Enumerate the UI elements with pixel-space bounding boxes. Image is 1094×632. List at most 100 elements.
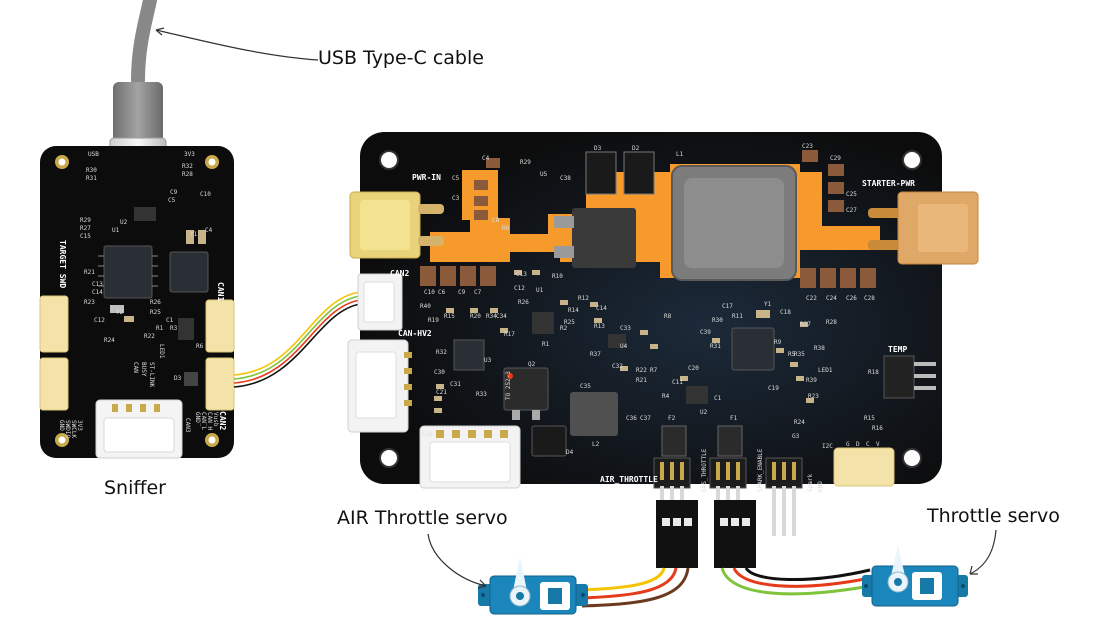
part-designator: R21 [84, 269, 95, 276]
part-designator: R19 [428, 317, 439, 324]
part-designator: Y2 [116, 309, 124, 316]
part-designator: R1 [156, 325, 164, 332]
sniffer-pin-gnd-r: GND [194, 412, 201, 423]
diode-d3 [586, 152, 616, 194]
part-designator: R14 [568, 307, 579, 314]
sniffer-board: TARGET SWD CAN1 CAN2 CAN3 GND SWDIO SWCL… [40, 146, 234, 458]
part-designator: C39 [700, 329, 711, 336]
part-designator: Y1 [764, 301, 772, 308]
throttle-servo [862, 546, 968, 606]
sniffer-target-swd-label: TARGET SWD [58, 240, 67, 288]
sniffer-pin-vusb: Vusb [212, 412, 219, 427]
temp-label: TEMP [888, 345, 907, 354]
part-designator: F1 [730, 415, 738, 422]
l2-inductor [570, 392, 618, 436]
part-designator: C1 [714, 395, 722, 402]
led1-label: LED1 [818, 367, 833, 374]
part-designator: C4 [205, 227, 213, 234]
part-designator: C25 [846, 191, 857, 198]
part-designator: R28 [826, 319, 837, 326]
part-designator: R10 [552, 273, 563, 280]
part-designator: R31 [710, 343, 721, 350]
part-designator: R3 [170, 325, 178, 332]
part-designator: R15 [444, 313, 455, 320]
part-designator: Y1 [190, 231, 198, 238]
part-designator: C30 [434, 369, 445, 376]
sniffer-swd-header-b [40, 358, 68, 410]
part-designator: U5 [540, 171, 548, 178]
part-designator: C36 [626, 415, 637, 422]
part-designator: R22 [636, 367, 647, 374]
sniffer-target-swd-header [40, 296, 68, 352]
part-designator: U1 [536, 287, 544, 294]
part-designator: R33 [476, 391, 487, 398]
part-designator: U4 [620, 343, 628, 350]
part-designator: C28 [864, 295, 875, 302]
mounting-hole [903, 449, 921, 467]
part-designator: R27 [800, 321, 811, 328]
fuse-f2 [662, 426, 686, 456]
part-designator: R15 [864, 415, 875, 422]
part-designator: C1 [166, 317, 174, 324]
part-designator: C34 [496, 313, 507, 320]
part-designator: R37 [590, 351, 601, 358]
part-designator: C8 [492, 217, 500, 224]
air-servo-callout-arrow [428, 534, 486, 588]
i2c-pin-v: V [876, 441, 880, 448]
part-designator: R31 [86, 175, 97, 182]
part-designator: C9 [170, 189, 178, 196]
part-designator: C15 [80, 233, 91, 240]
part-designator: C14 [92, 289, 103, 296]
part-designator: R32 [436, 349, 447, 356]
part-designator: R28 [182, 171, 193, 178]
part-designator: R23 [808, 393, 819, 400]
part-designator: R30 [712, 317, 723, 324]
part-designator: R7 [650, 367, 658, 374]
sniffer-pin-can-l: CAN_L [200, 412, 207, 430]
throttle-servo-callout: Throttle servo [927, 505, 1060, 527]
part-designator: C11 [672, 379, 683, 386]
part-designator: R24 [794, 419, 805, 426]
part-designator: C10 [424, 289, 435, 296]
part-designator: D4 [566, 449, 574, 456]
part-designator: L2 [592, 441, 600, 448]
part-designator: R29 [520, 159, 531, 166]
sniffer-pin-3v3: 3V3 [76, 420, 83, 431]
air-throttle-servo [478, 556, 588, 614]
servo-plug-air [656, 500, 698, 568]
part-designator: R1 [542, 341, 550, 348]
mounting-hole [380, 449, 398, 467]
part-designator: R26 [518, 299, 529, 306]
part-designator: R32 [182, 163, 193, 170]
header-gas-throttle: GAS_THROTTLE [701, 448, 708, 492]
i2c-pin-g: G [846, 441, 850, 448]
part-designator: C19 [768, 385, 779, 392]
part-designator: R35 [794, 351, 805, 358]
part-designator: C38 [560, 175, 571, 182]
part-designator: C17 [722, 303, 733, 310]
part-designator: C3 [452, 195, 460, 202]
sniffer-can1-label: CAN1 [216, 282, 225, 301]
part-designator: C13 [516, 271, 527, 278]
header-spark: Spark [807, 474, 814, 492]
part-designator: R20 [470, 313, 481, 320]
throttle-servo-wires [722, 568, 870, 594]
part-designator: C18 [780, 309, 791, 316]
sniffer-mcu-chip [104, 246, 152, 298]
part-designator: C13 [92, 281, 103, 288]
part-designator: R5 [788, 351, 796, 358]
part-designator: C5 [168, 197, 176, 204]
part-designator: R6 [502, 225, 510, 232]
mounting-hole [380, 151, 398, 169]
part-designator: C14 [596, 305, 607, 312]
can-hv2-label: CAN-HV2 [398, 329, 432, 338]
header-air-throttle: AIR_THROTTLE [600, 475, 658, 484]
part-designator: R11 [732, 313, 743, 320]
part-designator: C33 [620, 325, 631, 332]
part-designator: C21 [436, 389, 447, 396]
sniffer-pin-can-h: CAN_H [206, 412, 213, 430]
sniffer-stlink-label: ST-LINK [148, 362, 155, 388]
i2c-connector [834, 448, 894, 486]
part-designator: L1 [676, 151, 684, 158]
header-spark-enable: SPARK_ENABLE [757, 448, 764, 492]
